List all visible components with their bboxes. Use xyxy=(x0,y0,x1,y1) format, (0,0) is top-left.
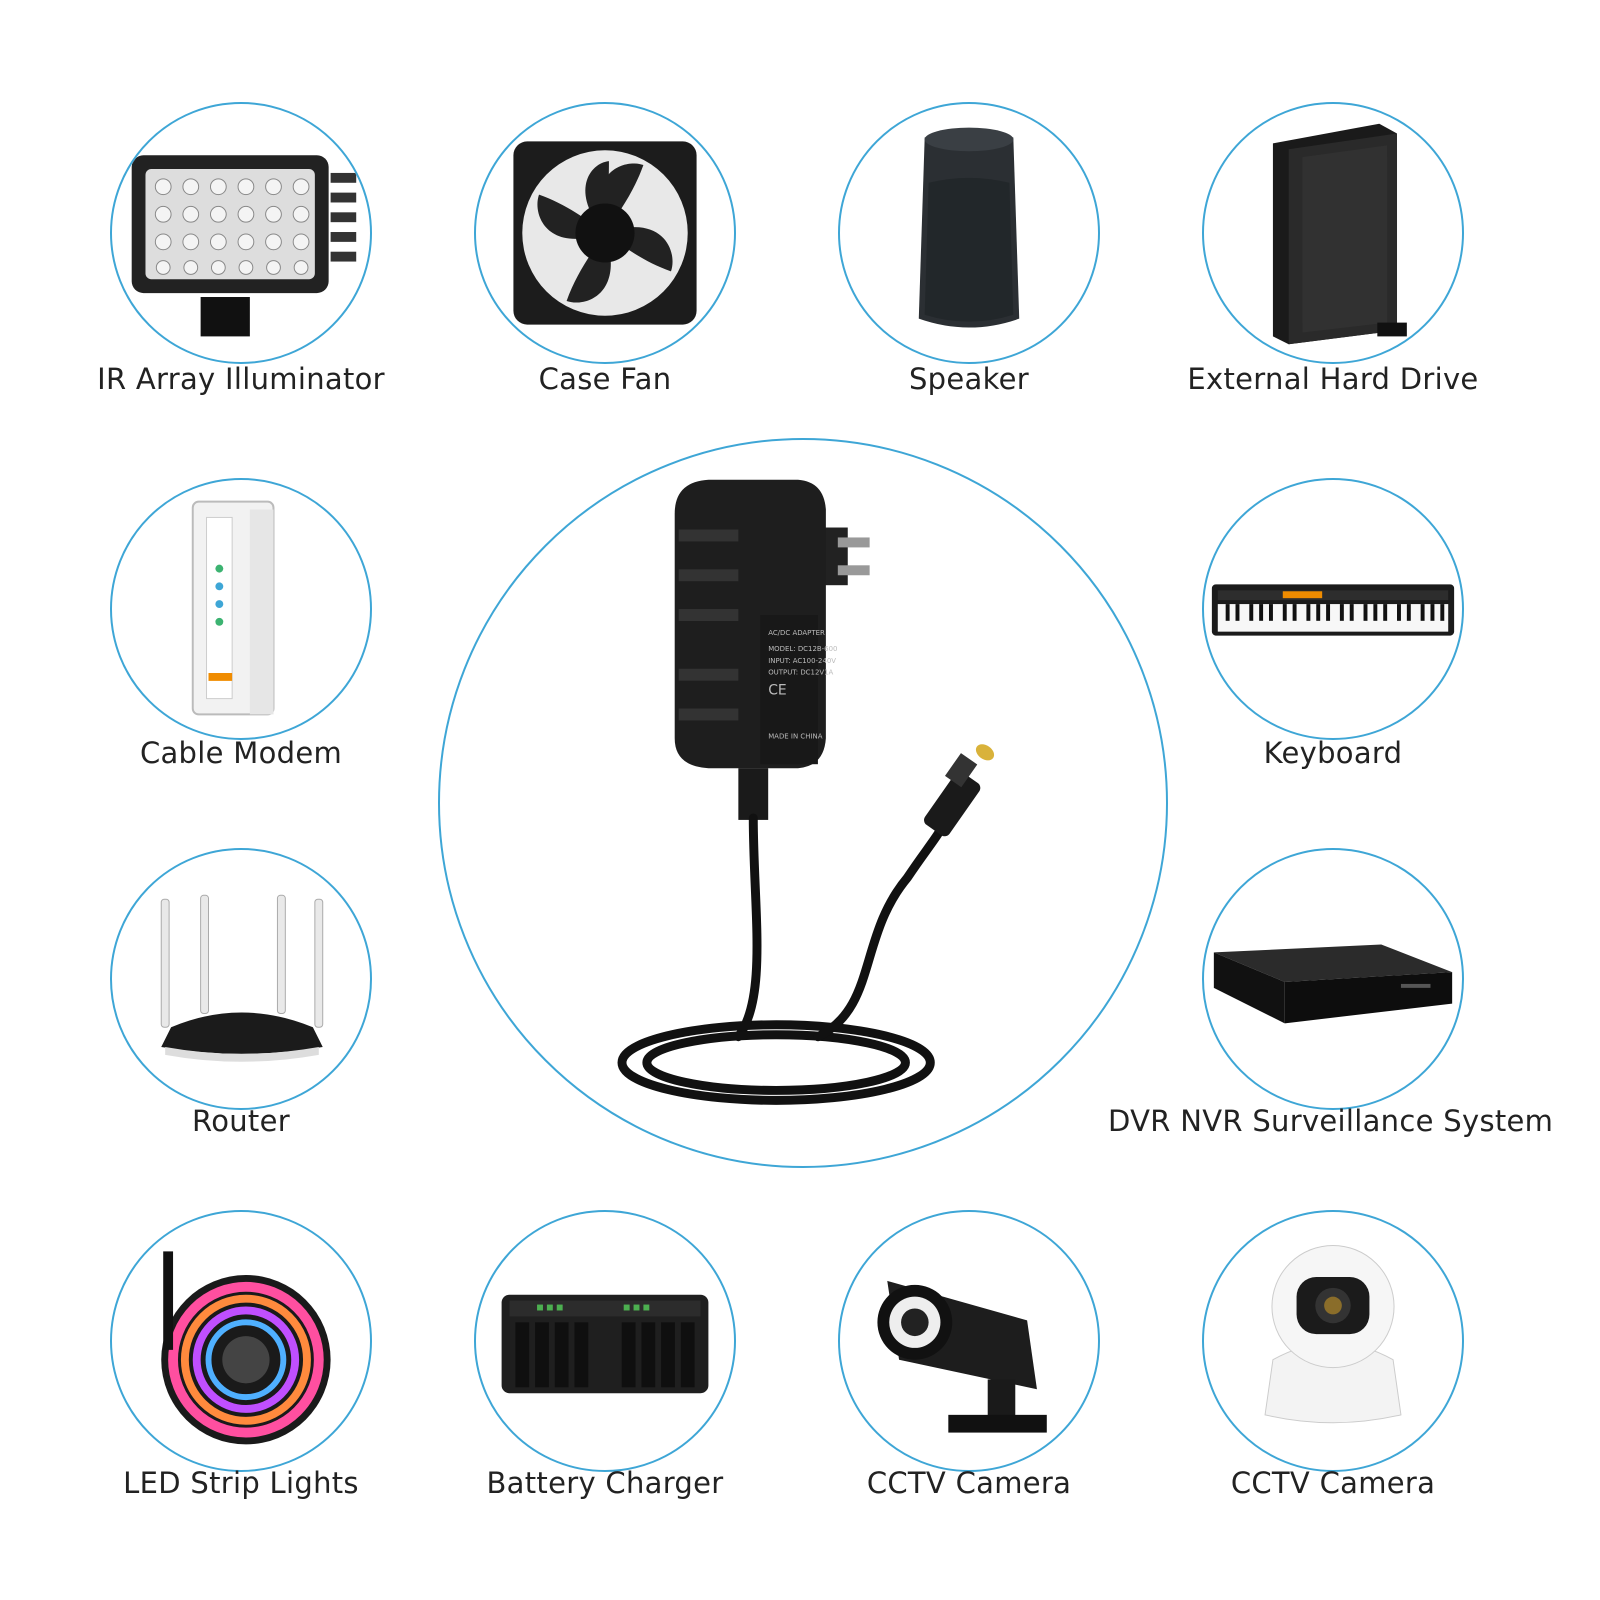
device-circle-hard-drive xyxy=(1202,102,1464,364)
device-label: Keyboard xyxy=(1263,736,1403,770)
dvr-icon xyxy=(1213,944,1453,1024)
device-label: CCTV Camera xyxy=(1230,1466,1436,1500)
device-circle-bullet-camera xyxy=(838,1210,1100,1472)
dome-camera-icon xyxy=(1264,1244,1402,1424)
device-label: External Hard Drive xyxy=(1187,362,1479,396)
device-circle-ir-illuminator xyxy=(110,102,372,364)
device-circle-cable-modem xyxy=(110,478,372,740)
device-label: LED Strip Lights xyxy=(123,1466,359,1500)
adapter-label-line: MODEL: DC12B-600 xyxy=(768,645,837,653)
adapter-label-line: INPUT: AC100-240V xyxy=(768,657,836,665)
battery-charger-icon xyxy=(501,1294,709,1394)
device-label: Speaker xyxy=(908,362,1030,396)
device-circle-battery-charger xyxy=(474,1210,736,1472)
adapter-label-line: CE xyxy=(768,683,787,699)
device-label: Case Fan xyxy=(538,362,672,396)
device-circle-speaker xyxy=(838,102,1100,364)
power-adapter-icon: AC/DC ADAPTER MODEL: DC12B-600 INPUT: AC… xyxy=(617,479,995,1105)
led-strip-icon xyxy=(161,1251,331,1445)
device-circle-dome-camera xyxy=(1202,1210,1464,1472)
hard-drive-icon xyxy=(1272,123,1407,345)
device-label: IR Array Illuminator xyxy=(97,362,385,396)
modem-icon xyxy=(191,500,275,716)
device-circle-led-strip xyxy=(110,1210,372,1472)
device-label: Router xyxy=(192,1104,290,1138)
adapter-label-line: OUTPUT: DC12V1A xyxy=(768,669,833,677)
adapter-label-line: AC/DC ADAPTER xyxy=(768,629,825,637)
bullet-camera-icon xyxy=(877,1280,1047,1433)
adapter-label-line: MADE IN CHINA xyxy=(768,732,823,740)
keyboard-icon xyxy=(1211,584,1455,636)
device-circle-keyboard xyxy=(1202,478,1464,740)
device-label: Battery Charger xyxy=(486,1466,724,1500)
router-icon xyxy=(160,894,324,1062)
led-light-icon xyxy=(131,155,357,337)
device-circle-router xyxy=(110,848,372,1110)
speaker-icon xyxy=(918,127,1020,328)
device-label: DVR NVR Surveillance System xyxy=(1108,1104,1554,1138)
power-adapter-circle: AC/DC ADAPTER MODEL: DC12B-600 INPUT: AC… xyxy=(438,438,1168,1168)
device-label: CCTV Camera xyxy=(866,1466,1072,1500)
fan-icon xyxy=(513,141,697,325)
device-label: Cable Modem xyxy=(139,736,343,770)
device-circle-case-fan xyxy=(474,102,736,364)
device-circle-dvr xyxy=(1202,848,1464,1110)
